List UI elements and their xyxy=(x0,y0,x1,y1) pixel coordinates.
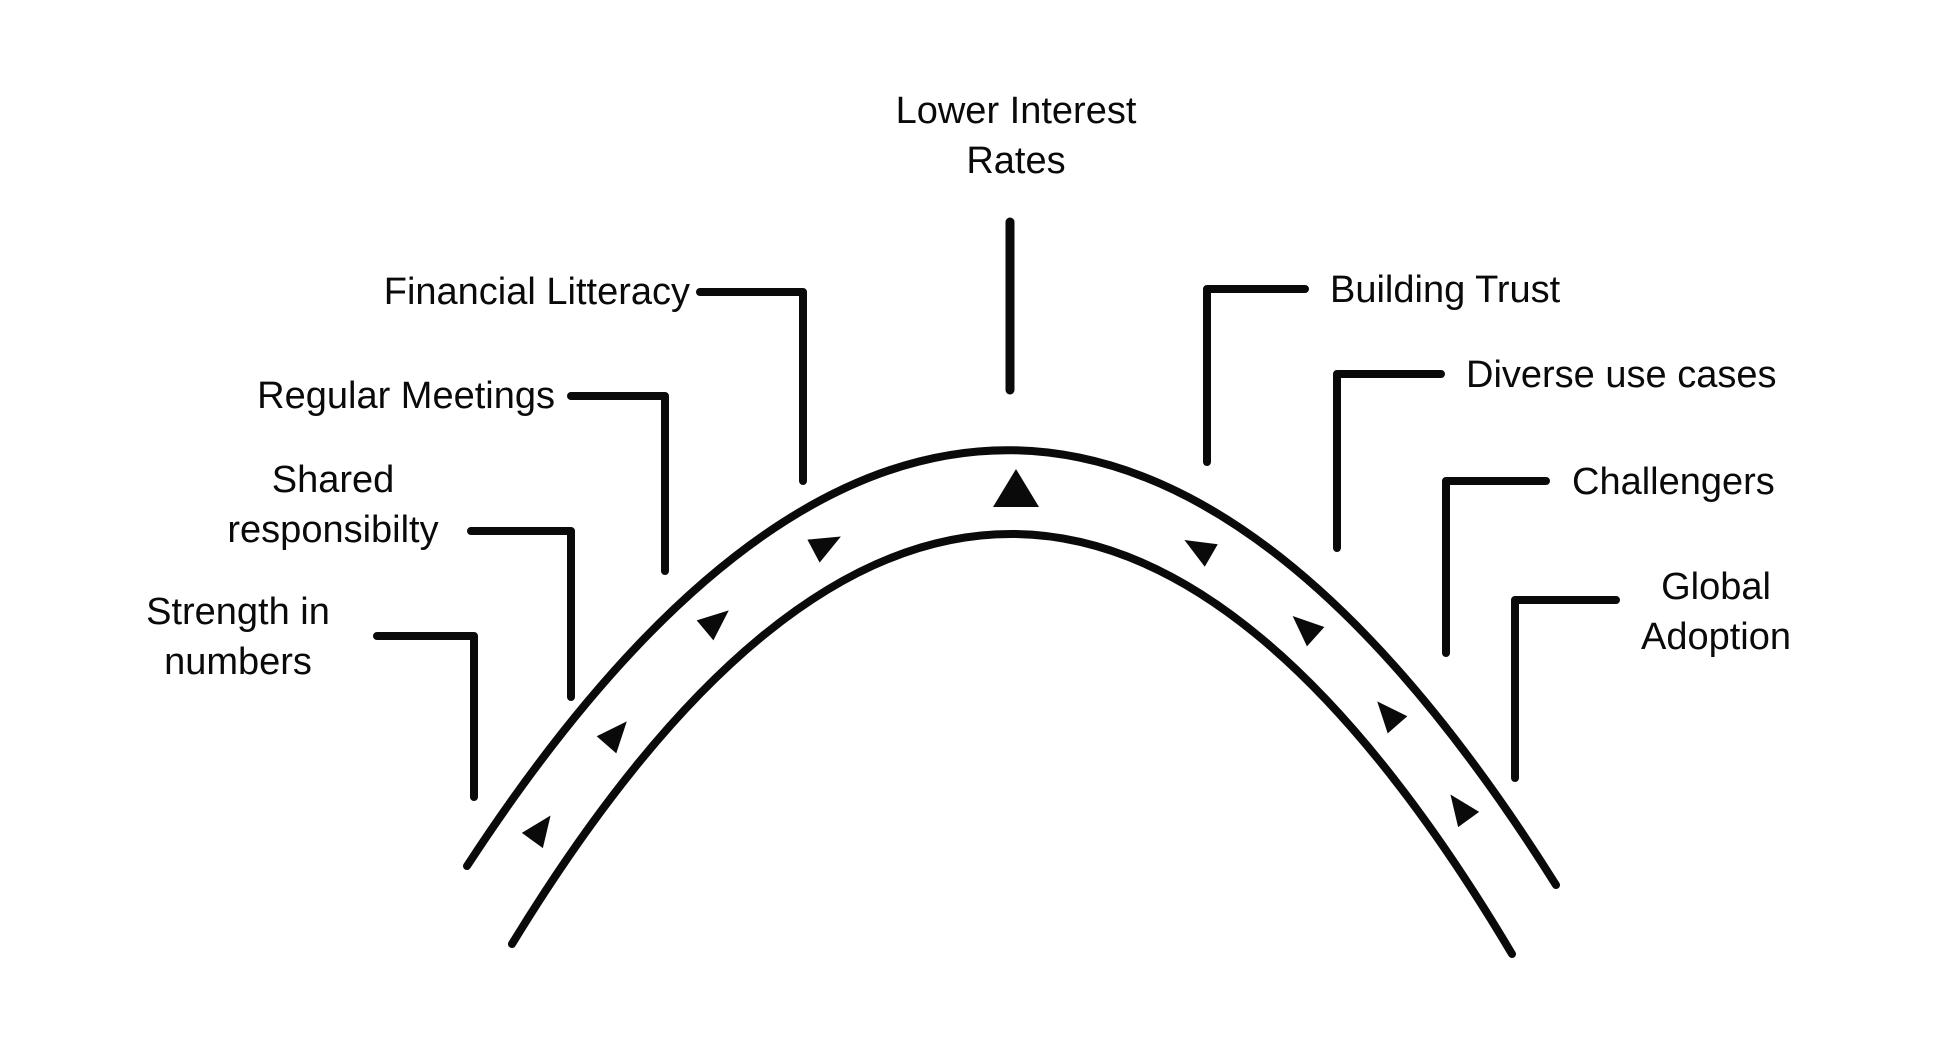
right-arrow-icon xyxy=(1450,794,1480,828)
label-line: numbers xyxy=(164,641,312,684)
label-line: Strength in xyxy=(146,591,330,633)
connector-financial-litteracy xyxy=(696,288,807,485)
connector-building-trust xyxy=(1203,285,1309,466)
arch-outer-curve xyxy=(463,446,1560,889)
label-financial-litteracy: Financial Litteracy xyxy=(383,271,690,313)
label-line: responsibilty xyxy=(227,509,439,552)
label-regular-meetings: Regular Meetings xyxy=(257,375,555,417)
connector-diverse-use-cases xyxy=(1333,370,1445,552)
connector-challengers xyxy=(1442,477,1550,657)
right-arrow-icon xyxy=(1377,701,1408,734)
left-arrow-icon xyxy=(807,536,841,563)
connector-global-adoption xyxy=(1511,596,1620,782)
label-line: Adoption xyxy=(1640,616,1792,659)
left-arrow-icon xyxy=(521,815,551,849)
arch-inner-curve xyxy=(508,530,1516,958)
label-line: Shared xyxy=(271,459,395,501)
label-lower-interest-rates: Lower Interest Rates xyxy=(896,86,1137,186)
label-building-trust: Building Trust xyxy=(1330,269,1561,311)
left-arrow-icon xyxy=(696,610,729,641)
label-shared-responsibilty: Shared responsibilty xyxy=(227,455,438,555)
label-challengers: Challengers xyxy=(1572,461,1775,503)
connector-shared-responsibilty xyxy=(467,527,575,701)
right-arrow-icon xyxy=(1292,615,1325,647)
connector-regular-meetings xyxy=(567,392,669,575)
apex-arrow-icon xyxy=(993,469,1039,507)
label-line: Rates xyxy=(966,140,1066,183)
label-global-adoption: Global Adoption xyxy=(1641,562,1791,662)
label-line: Lower Interest xyxy=(895,90,1137,132)
label-line: Global xyxy=(1661,566,1771,608)
label-diverse-use-cases: Diverse use cases xyxy=(1466,354,1777,396)
connector-strength-in-numbers xyxy=(373,632,478,801)
label-strength-in-numbers: Strength in numbers xyxy=(146,587,330,687)
left-arrow-icon xyxy=(596,721,627,754)
right-arrow-icon xyxy=(1184,540,1218,567)
